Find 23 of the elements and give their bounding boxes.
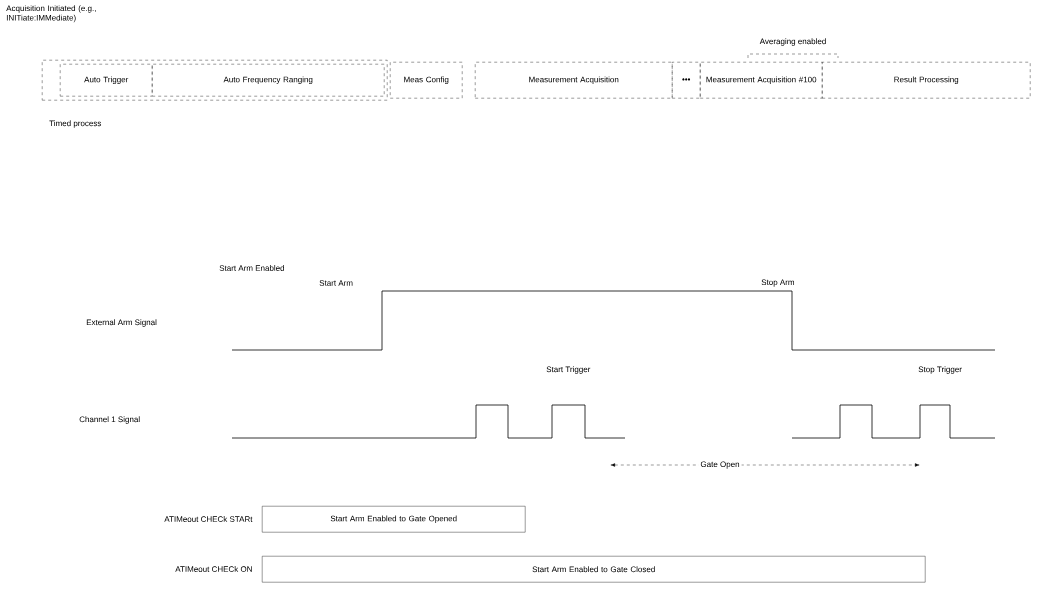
process-box: Auto Frequency Ranging [152,64,385,97]
process-box: ••• [672,62,701,99]
signal-label: External Arm Signal [86,319,157,327]
process-box: Measurement Acquisition [475,62,673,99]
process-box: Result Processing [822,62,1031,99]
signal-label: Channel 1 Signal [79,416,140,424]
annotation-label: Stop Arm [761,279,794,287]
annotation-label: Gate Open [698,459,742,471]
duration-box: Start Arm Enabled to Gate Opened [262,506,526,533]
annotation-label: Start Arm [319,280,353,286]
annotation-label: Timed process [49,120,102,128]
annotation-label: Start Trigger [546,366,591,374]
annotation-label: Averaging enabled [759,38,826,46]
annotation-label: Start Arm Enabled [219,265,285,271]
duration-box: Start Arm Enabled to Gate Closed [262,556,926,583]
row-label: ATIMeout CHECk ON [175,566,252,572]
process-box: Auto Trigger [60,64,153,97]
group-frame [42,60,388,101]
row-label: ATIMeout CHECk STARt [164,516,253,522]
process-box: Measurement Acquisition #100 [700,62,823,99]
process-box: Meas Config [390,62,463,99]
annotation-label: Stop Trigger [918,366,962,374]
annotation-label: Acquisition Initiated (e.g., INITiate:IMMediate) [6,5,96,23]
